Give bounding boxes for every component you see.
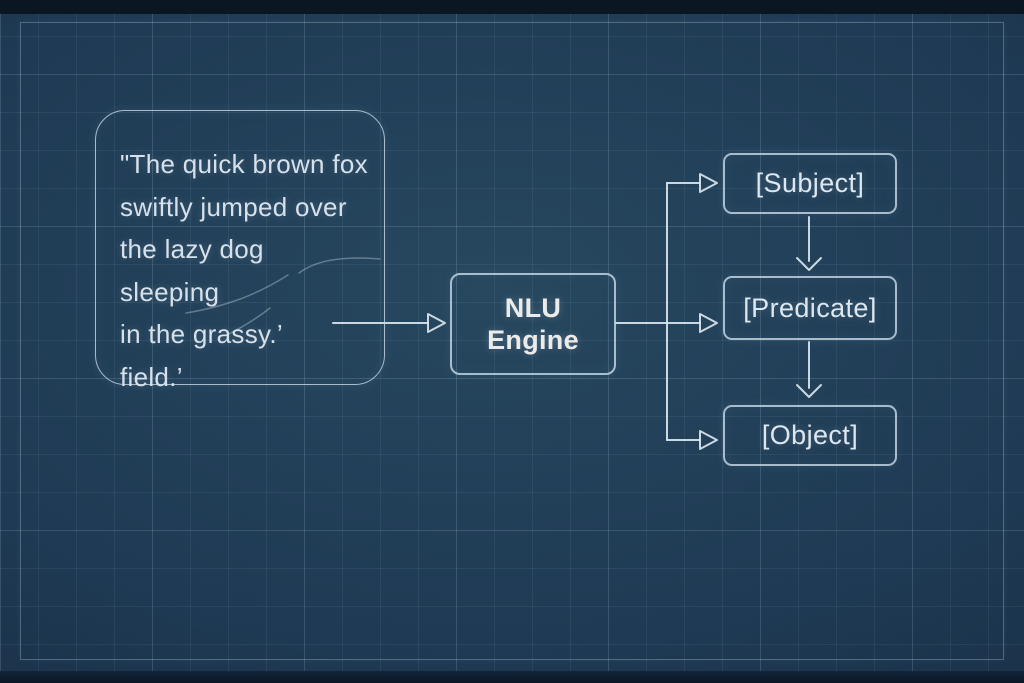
nlu-engine-box: NLU Engine xyxy=(450,273,616,375)
arrow-quote-to-engine xyxy=(332,313,446,333)
arrowhead-to-subject xyxy=(699,173,718,193)
quote-line-3: the lazy dog sleeping xyxy=(120,234,264,307)
quote-line-5: field.’ xyxy=(120,361,183,392)
bottom-letterbox-bar xyxy=(0,671,1024,683)
quote-line-4: in the grassy.’ xyxy=(120,319,283,349)
subject-box: [Subject] xyxy=(723,153,897,214)
arrowhead-to-object xyxy=(699,430,718,450)
arrow-subject-to-predicate xyxy=(796,216,822,271)
input-sentence-box: "The quick brown fox swiftly jumped over… xyxy=(95,110,385,392)
arrowhead-to-predicate xyxy=(699,313,718,333)
arrow-predicate-to-object xyxy=(796,341,822,398)
sketch-artifact-strokes xyxy=(185,257,381,335)
predicate-label: [Predicate] xyxy=(743,292,877,323)
nlu-engine-label-line1: NLU xyxy=(504,293,562,323)
top-letterbox-bar xyxy=(0,0,1024,14)
object-label: [Object] xyxy=(761,420,859,450)
subject-label: [Subject] xyxy=(755,168,865,198)
nlu-engine-label-line2: Engine xyxy=(487,325,579,355)
quote-line-1: "The quick brown fox xyxy=(120,149,368,179)
object-box: [Object] xyxy=(723,405,897,466)
quote-line-2: swiftly jumped over xyxy=(120,191,347,222)
branch-engine-to-outputs xyxy=(615,173,718,450)
predicate-box: [Predicate] xyxy=(723,276,897,340)
